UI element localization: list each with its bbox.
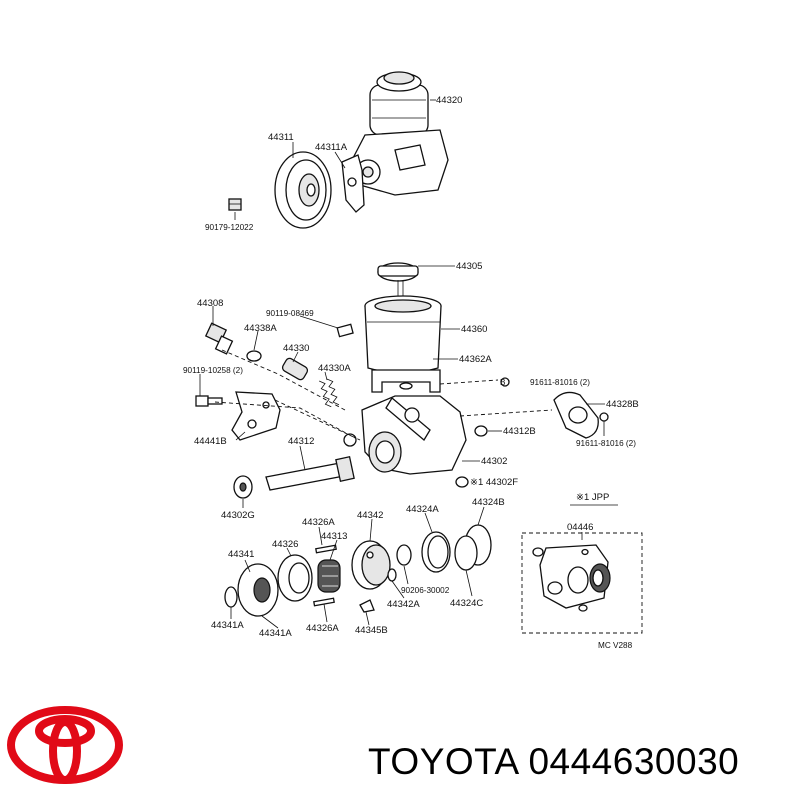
upper-pump-assembly <box>228 71 449 229</box>
label-44330A: 44330A <box>318 363 351 374</box>
label-jpp-note: ※1 JPP <box>576 492 609 503</box>
lower-pump-assembly <box>224 506 492 629</box>
toyota-logo <box>7 706 123 784</box>
label-mc-code: MC V288 <box>598 641 633 650</box>
label-44312: 44312 <box>288 436 314 447</box>
label-04446: 04446 <box>567 522 593 533</box>
label-44311: 44311 <box>268 132 294 143</box>
label-44302F: ※1 44302F <box>470 477 518 488</box>
label-44324A: 44324A <box>406 504 439 515</box>
label-b-marker-1: B <box>500 378 506 387</box>
label-90179-12022: 90179-12022 <box>205 223 254 232</box>
label-44308: 44308 <box>197 298 223 309</box>
label-91611-81016-b: 91611-81016 (2) <box>576 439 636 448</box>
label-44342A: 44342A <box>387 599 420 610</box>
label-44328B: 44328B <box>606 399 639 410</box>
label-44342: 44342 <box>357 510 383 521</box>
label-44320: 44320 <box>436 95 462 106</box>
gasket-kit-box <box>521 504 643 634</box>
label-90119-08469: 90119-08469 <box>266 309 314 318</box>
label-44341: 44341 <box>228 549 254 560</box>
label-44302: 44302 <box>481 456 507 467</box>
label-44341A-left: 44341A <box>211 620 244 631</box>
label-44338A: 44338A <box>244 323 277 334</box>
label-44324C: 44324C <box>450 598 483 609</box>
label-44305: 44305 <box>456 261 482 272</box>
label-44312B: 44312B <box>503 426 536 437</box>
label-90119-10258: 90119-10258 (2) <box>183 366 243 375</box>
toyota-emblem-rings <box>7 706 123 784</box>
label-44341A: 44341A <box>259 628 292 639</box>
label-44330: 44330 <box>283 343 309 354</box>
label-44313: 44313 <box>321 531 347 542</box>
part-number-caption: TOYOTA 0444630030 <box>368 741 740 782</box>
label-44345B: 44345B <box>355 625 388 636</box>
label-44362A: 44362A <box>459 354 492 365</box>
label-44326A-bottom: 44326A <box>306 623 339 634</box>
label-44326A-top: 44326A <box>302 517 335 528</box>
label-44441B: 44441B <box>194 436 227 447</box>
label-44324B: 44324B <box>472 497 505 508</box>
label-91611-81016-a: 91611-81016 (2) <box>530 378 590 387</box>
label-44302G: 44302G <box>221 510 255 521</box>
label-44326: 44326 <box>272 539 298 550</box>
label-44311A: 44311A <box>315 142 348 153</box>
middle-pump-assembly <box>195 262 609 508</box>
label-44360: 44360 <box>461 324 487 335</box>
label-90206-30002: 90206-30002 <box>401 586 450 595</box>
